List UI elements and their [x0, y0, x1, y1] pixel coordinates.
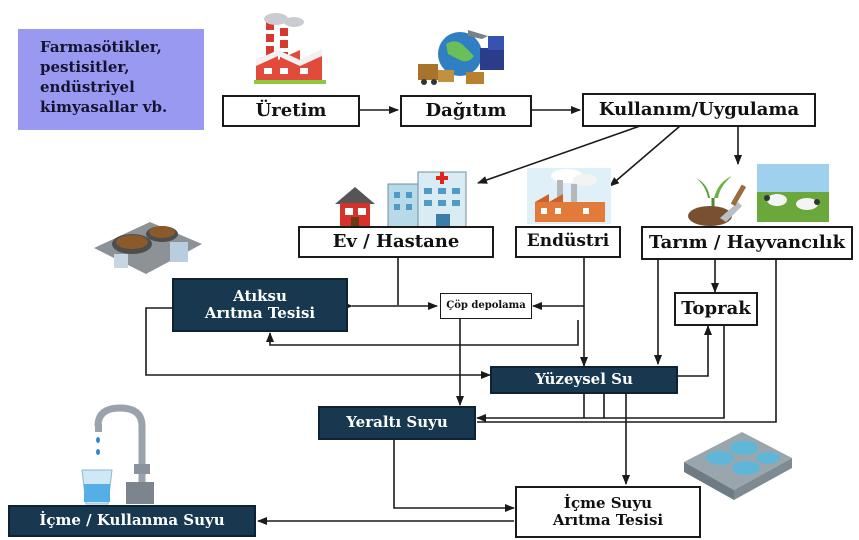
line-toprak-yeralti [603, 326, 725, 419]
node-icme-kullanma-suyu: İçme / Kullanma Suyu [8, 505, 256, 537]
water-faucet-icon [81, 404, 154, 505]
node-yuzeysel-su: Yüzeysel Su [490, 366, 678, 394]
arrow-endustri-atiksu [266, 320, 579, 346]
industry-icon [527, 168, 611, 224]
wastewater-plant-icon [94, 222, 202, 274]
node-uretim: Üretim [222, 95, 360, 127]
arrow-atiksu-yuzeysel [145, 307, 491, 379]
arrow-yuzeysel-toprak [678, 325, 712, 377]
node-icme-suyu-aritma: İçme Suyu Arıtma Tesisi [515, 486, 701, 538]
plant-shovel-icon [688, 176, 747, 226]
note-line: endüstriyel [40, 78, 135, 96]
arrow-kullanim-ev [477, 125, 641, 184]
node-toprak: Toprak [674, 292, 758, 326]
source-note: Farmasötikler, pestisitler, endüstriyel … [18, 29, 204, 130]
note-line: Farmasötikler, [40, 38, 162, 56]
line-tarim-yeralti [477, 258, 777, 423]
node-dagitim: Dağıtım [400, 95, 532, 127]
node-atiksu-aritma: Atıksu Arıtma Tesisi [172, 278, 348, 332]
node-endustri: Endüstri [515, 226, 621, 258]
node-yeralti-suyu: Yeraltı Suyu [318, 406, 476, 440]
note-line: kimyasallar vb. [40, 98, 168, 116]
sheep-field-icon [757, 164, 829, 222]
hospital-icon [387, 171, 467, 229]
factory-icon [254, 13, 326, 84]
node-tarim-hayvancilik: Tarım / Hayvancılık [641, 226, 853, 260]
arrow-yeralti-icmearitma [393, 440, 515, 512]
node-kullanim: Kullanım/Uygulama [582, 93, 816, 127]
note-line: pestisitler, [40, 58, 130, 76]
water-treatment-plant-icon [684, 432, 792, 500]
node-cop-depolama: Çöp depolama [440, 293, 532, 319]
arrow-kullanim-endustri [609, 125, 681, 187]
node-ev-hastane: Ev / Hastane [298, 226, 494, 258]
house-icon [335, 187, 375, 228]
globe-shipping-icon [418, 30, 504, 85]
